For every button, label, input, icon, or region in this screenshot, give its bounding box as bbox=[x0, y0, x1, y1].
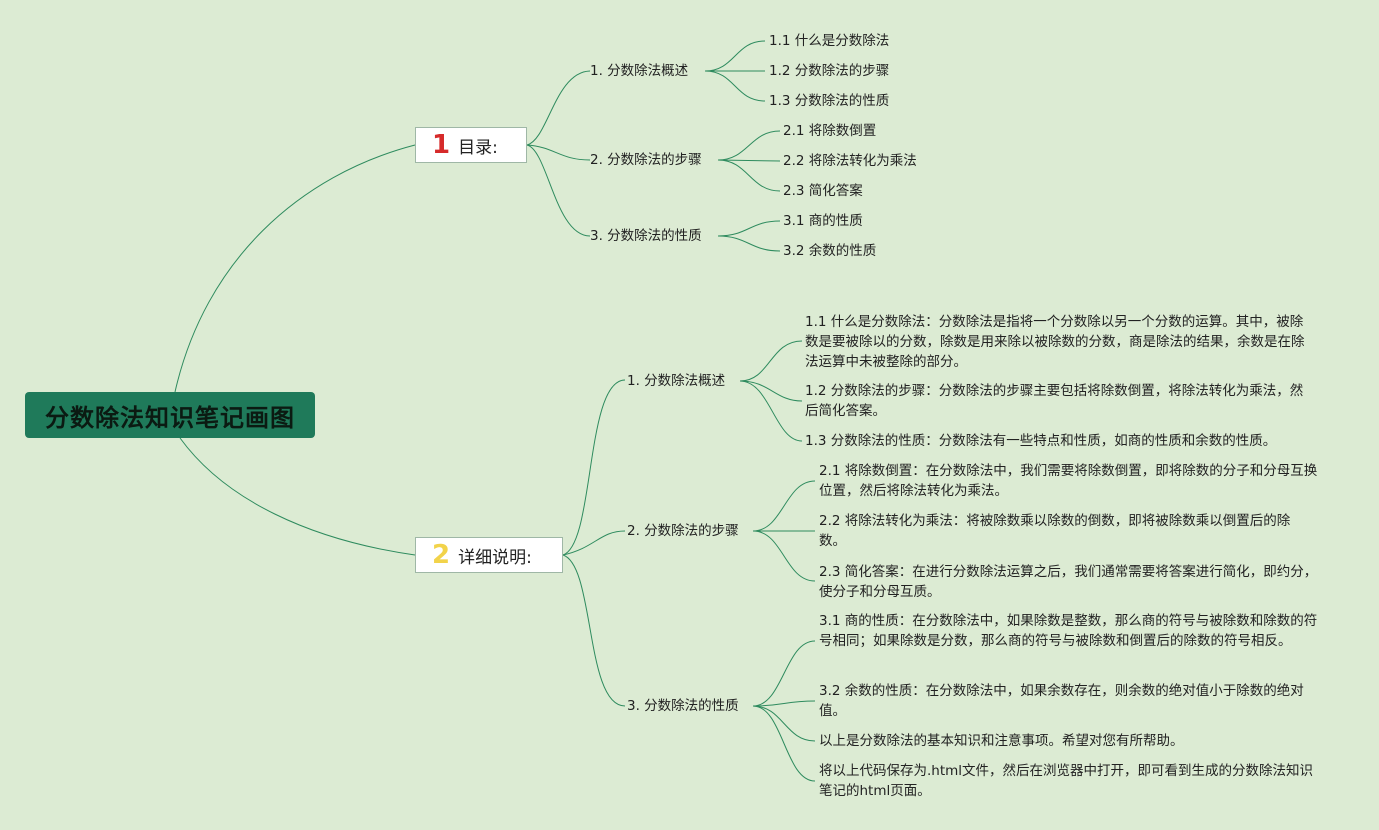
toc-subtopic[interactable]: 2.2 将除法转化为乘法 bbox=[783, 153, 917, 169]
detail-note[interactable]: 2.1 将除数倒置：在分数除法中，我们需要将除数倒置，即将除数的分子和分母互换位… bbox=[819, 463, 1318, 499]
branch-details-label: 详细说明: bbox=[458, 547, 532, 568]
branch-toc-label: 目录: bbox=[458, 137, 498, 158]
branch-toc[interactable]: 1 目录: bbox=[415, 127, 527, 163]
detail-note[interactable]: 2.3 简化答案：在进行分数除法运算之后，我们通常需要将答案进行简化，即约分，使… bbox=[819, 564, 1318, 600]
number-two-icon: 2 bbox=[432, 540, 451, 570]
toc-topic-1[interactable]: 1. 分数除法概述 bbox=[590, 63, 689, 79]
branch-details[interactable]: 2 详细说明: bbox=[415, 537, 563, 573]
detail-note[interactable]: 2.2 将除法转化为乘法：将被除数乘以除数的倒数，即将被除数乘以倒置后的除数。 bbox=[819, 513, 1291, 549]
toc-subtopic[interactable]: 3.1 商的性质 bbox=[783, 213, 863, 229]
detail-topic-2[interactable]: 2. 分数除法的步骤 bbox=[627, 523, 739, 539]
toc-topic-3[interactable]: 3. 分数除法的性质 bbox=[590, 228, 702, 244]
detail-note[interactable]: 3.1 商的性质：在分数除法中，如果除数是整数，那么商的符号与被除数和除数的符号… bbox=[819, 613, 1318, 649]
toc-subtopic[interactable]: 2.3 简化答案 bbox=[783, 183, 863, 199]
toc-subtopic[interactable]: 1.2 分数除法的步骤 bbox=[769, 63, 890, 79]
toc-subtopic[interactable]: 1.1 什么是分数除法 bbox=[769, 33, 890, 49]
toc-subtopic[interactable]: 2.1 将除数倒置 bbox=[783, 123, 877, 139]
detail-note[interactable]: 1.1 什么是分数除法：分数除法是指将一个分数除以另一个分数的运算。其中，被除数… bbox=[805, 314, 1305, 370]
root-topic[interactable]: 分数除法知识笔记画图 bbox=[25, 392, 315, 438]
detail-note[interactable]: 3.2 余数的性质：在分数除法中，如果余数存在，则余数的绝对值小于除数的绝对值。 bbox=[819, 683, 1304, 719]
detail-topic-1[interactable]: 1. 分数除法概述 bbox=[627, 373, 726, 389]
toc-topic-2[interactable]: 2. 分数除法的步骤 bbox=[590, 152, 702, 168]
detail-note[interactable]: 1.3 分数除法的性质：分数除法有一些特点和性质，如商的性质和余数的性质。 bbox=[805, 433, 1277, 449]
detail-topic-3[interactable]: 3. 分数除法的性质 bbox=[627, 698, 739, 714]
root-topic-label: 分数除法知识笔记画图 bbox=[45, 403, 295, 432]
detail-note[interactable]: 1.2 分数除法的步骤：分数除法的步骤主要包括将除数倒置，将除法转化为乘法，然后… bbox=[805, 383, 1304, 419]
number-one-icon: 1 bbox=[432, 130, 451, 160]
toc-subtopic[interactable]: 1.3 分数除法的性质 bbox=[769, 93, 890, 109]
toc-subtopic[interactable]: 3.2 余数的性质 bbox=[783, 243, 877, 259]
detail-note[interactable]: 将以上代码保存为.html文件，然后在浏览器中打开，即可看到生成的分数除法知识笔… bbox=[819, 763, 1314, 799]
detail-note[interactable]: 以上是分数除法的基本知识和注意事项。希望对您有所帮助。 bbox=[819, 733, 1184, 749]
